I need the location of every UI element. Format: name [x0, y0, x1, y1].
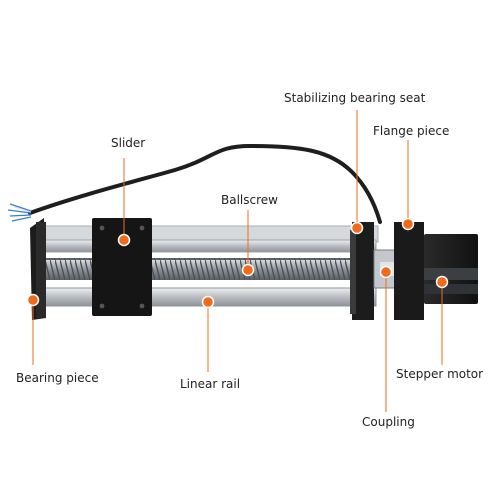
label-ballscrew: Ballscrew — [221, 193, 278, 207]
cable-wires — [7, 203, 32, 222]
marker-slider — [117, 233, 131, 247]
bearing-seat-block — [352, 222, 374, 320]
ballscrew-shaft — [40, 258, 360, 280]
marker-flange — [401, 217, 415, 231]
marker-bearing-piece — [26, 293, 40, 307]
slider-block — [92, 218, 152, 316]
label-linear-rail: Linear rail — [180, 377, 241, 391]
marker-ballscrew — [241, 263, 255, 277]
label-slider: Slider — [111, 136, 146, 150]
marker-stabilizing-seat — [350, 221, 364, 235]
leader-lines — [32, 110, 443, 412]
flange-block — [394, 222, 424, 320]
callout-markers — [26, 217, 449, 309]
label-stabilizing-bearing-seat: Stabilizing bearing seat — [284, 91, 426, 105]
marker-linear-rail — [201, 295, 215, 309]
label-flange-piece: Flange piece — [373, 124, 450, 138]
marker-stepper-motor — [435, 275, 449, 289]
marker-coupling — [379, 265, 393, 279]
motor-cable — [28, 143, 382, 224]
label-coupling: Coupling — [362, 415, 415, 429]
label-bearing-piece: Bearing piece — [16, 371, 99, 385]
label-stepper-motor: Stepper motor — [396, 367, 484, 381]
